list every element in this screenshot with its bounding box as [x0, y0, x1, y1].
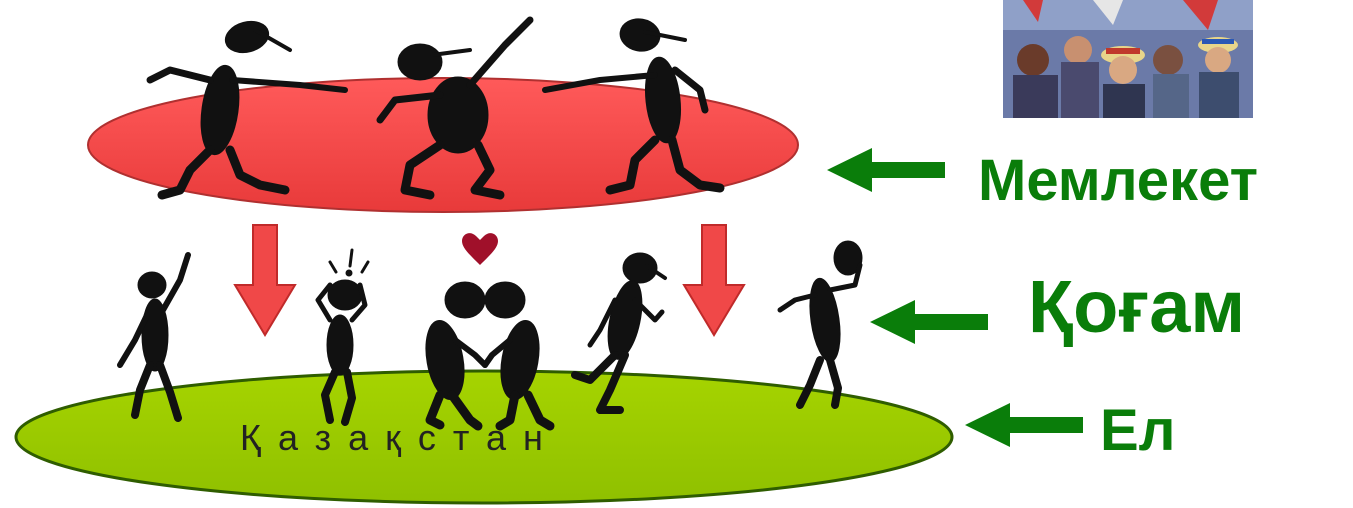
- crowd-photo: [1003, 0, 1253, 118]
- heart-icon: [462, 233, 498, 265]
- country-label: Ел: [1100, 402, 1176, 460]
- down-arrow-icon: [684, 225, 744, 335]
- country-name: Қазақстан: [240, 420, 720, 456]
- left-arrow-icon: [870, 300, 988, 344]
- left-arrow-icon: [965, 403, 1083, 447]
- state-label: Мемлекет: [978, 152, 1258, 210]
- society-label: Қоғам: [1028, 270, 1245, 344]
- down-arrow-icon: [235, 225, 295, 335]
- stick-figure: [780, 241, 862, 405]
- left-arrow-icon: [827, 148, 945, 192]
- exclamation-icon: [330, 250, 368, 275]
